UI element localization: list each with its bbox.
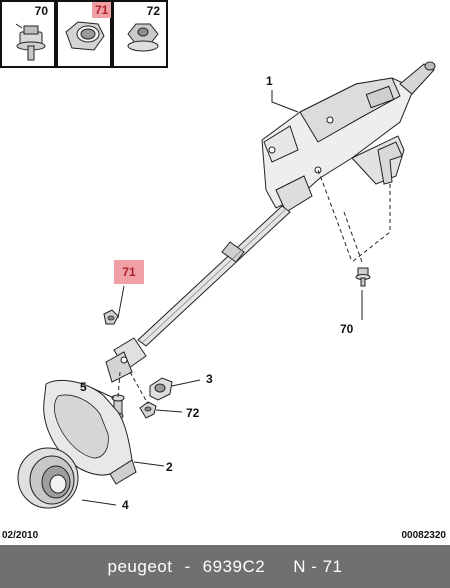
universal-joint [105,337,147,383]
legend-label-71: 71 [92,2,112,18]
diagram-stage: 70 71 72 [0,0,447,541]
nut-icon [65,21,105,51]
callout-3: 3 [206,372,213,386]
brand-label: peugeot [107,557,173,576]
callout-71: 71 [114,260,144,284]
legend-box-71: 71 [56,0,112,68]
bolt-flange-icon [15,23,46,61]
legend-box-70: 70 [0,0,56,68]
separator: - [184,557,191,576]
legend-box-72: 72 [112,0,168,68]
steering-column-housing [261,61,436,213]
leader-lines [81,90,391,506]
callout-4: 4 [122,498,129,512]
callout-70: 70 [340,322,354,336]
position-label: N - 71 [293,557,343,576]
part-4-seal [17,447,79,509]
footer-ref: 00082320 [401,530,447,541]
flange-nut-icon [127,23,159,52]
legend-label-70: 70 [34,4,48,18]
footer-date: 02/2010 [2,530,39,541]
callout-1: 1 [266,74,273,88]
callout-72: 72 [186,406,200,420]
part-number: 6939C2 [202,557,266,576]
legend-label-72: 72 [146,4,160,18]
steering-column-drawing [17,61,436,509]
nut-71-part [103,309,119,325]
part-info-bar: peugeot-6939C2 N - 71 [0,545,450,588]
part-72-nut [139,401,157,419]
bolt-70-part [355,267,371,287]
callout-2: 2 [166,460,173,474]
part-2-cover [43,379,137,485]
intermediate-shaft [137,205,291,347]
part-3-grommet [149,377,173,401]
callout-5: 5 [80,380,87,394]
